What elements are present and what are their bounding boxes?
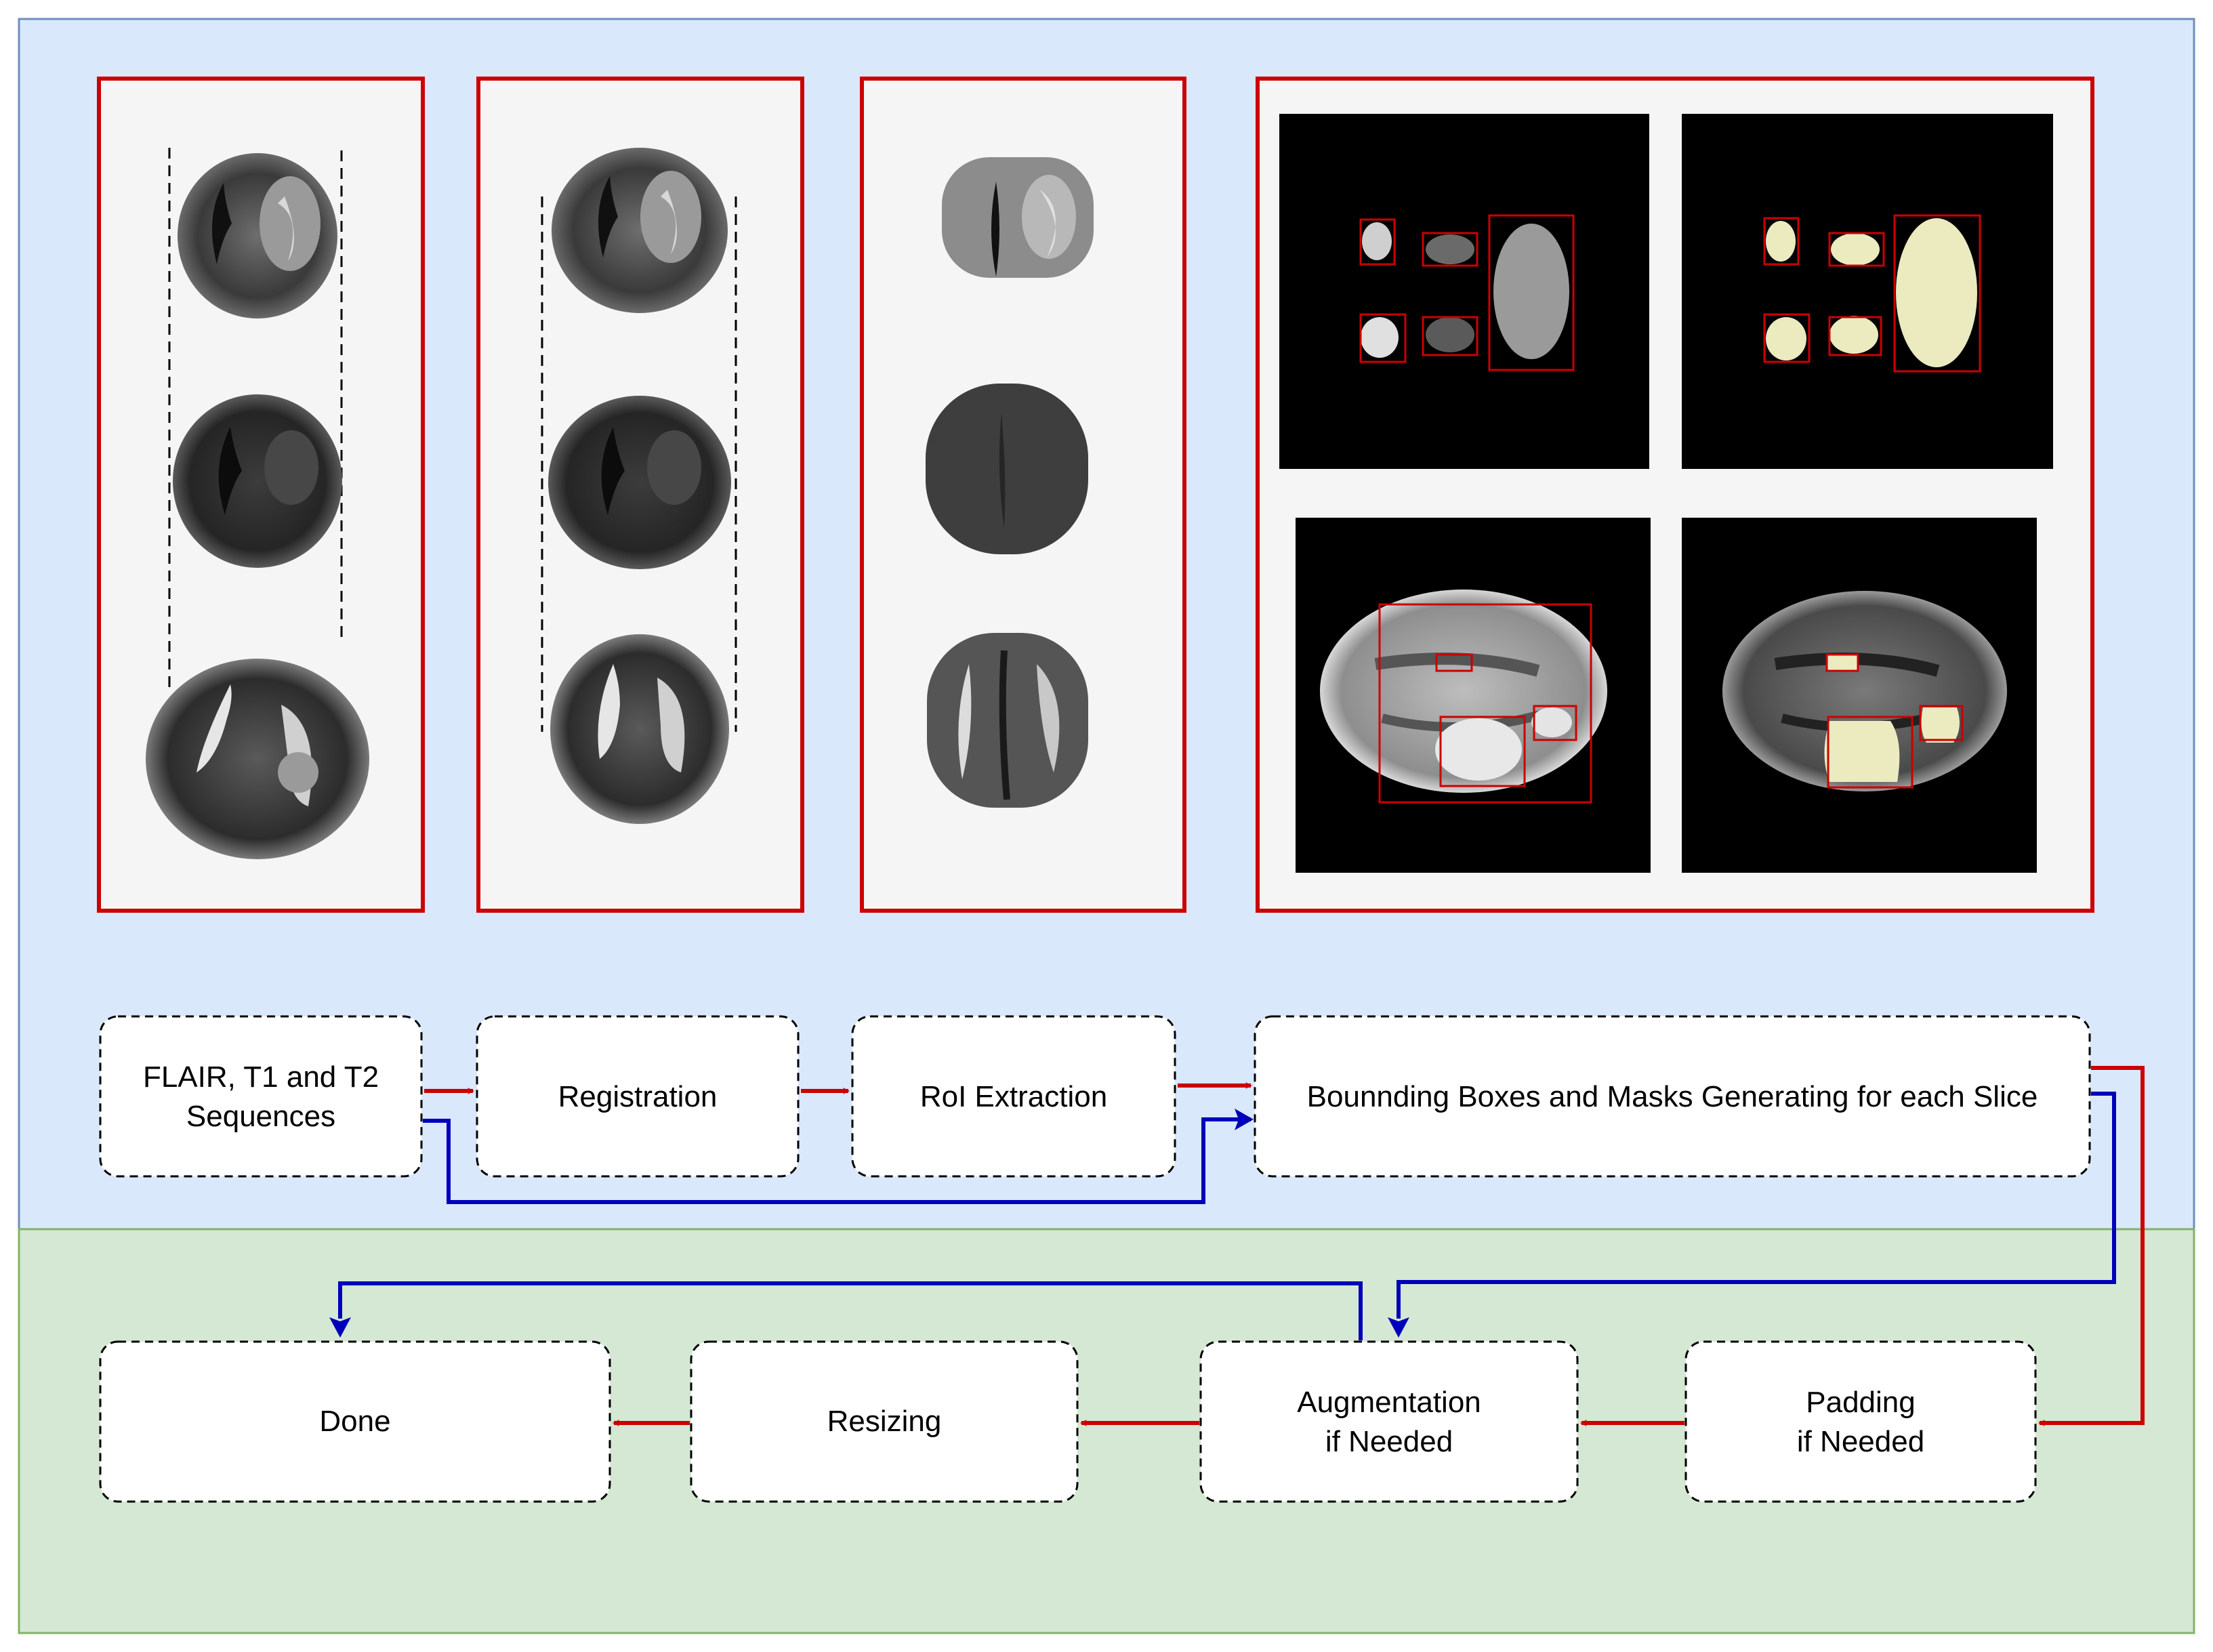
brain-flair-slice xyxy=(178,153,337,318)
box-augmentation-line1: Augmentation xyxy=(1297,1386,1481,1419)
mri-bbox-bottom-left xyxy=(1296,518,1651,873)
red-flow-arrows xyxy=(424,1066,2145,1426)
brain-t2-registered xyxy=(550,634,729,824)
box-sequences-line1: FLAIR, T1 and T2 xyxy=(143,1060,379,1094)
brain-flair-cropped xyxy=(942,157,1094,278)
box-done: Done xyxy=(99,1340,611,1503)
brain-t2-cropped xyxy=(927,633,1088,808)
arrowhead-into-done xyxy=(329,1317,351,1338)
arrow-sequences-bypass-to-bbox xyxy=(423,1117,1251,1204)
box-augmentation-line2: if Needed xyxy=(1325,1425,1453,1458)
blue-arrowheads xyxy=(329,1109,1409,1338)
brain-t1-registered xyxy=(548,396,731,569)
box-sequences-line2: Sequences xyxy=(186,1100,335,1133)
box-bbox-masks: Bounnding Boxes and Masks Generating for… xyxy=(1254,1015,2091,1178)
mri-mask-bottom-right xyxy=(1682,518,2037,873)
box-padding-line2: if Needed xyxy=(1797,1425,1924,1458)
box-padding: Padding if Needed xyxy=(1684,1340,2037,1503)
box-augmentation: Augmentation if Needed xyxy=(1199,1340,1579,1503)
arrow-bbox-to-padding xyxy=(2038,1066,2145,1426)
box-resizing-label: Resizing xyxy=(827,1405,942,1438)
stage-roi-frame xyxy=(860,77,1186,913)
arrow-augmentation-to-done xyxy=(338,1281,1363,1340)
box-padding-line1: Padding xyxy=(1806,1386,1915,1419)
stage-raw-sequences-frame xyxy=(97,77,425,913)
brain-t1-cropped xyxy=(926,384,1088,554)
mri-bbox-top-left xyxy=(1279,114,1649,469)
brain-t1-slice xyxy=(173,394,342,568)
mri-mask-top-right xyxy=(1682,114,2053,469)
arrowhead-into-bbox xyxy=(1235,1109,1254,1130)
brain-t2-slice xyxy=(146,659,369,859)
box-bbox-label: Bounnding Boxes and Masks Generating for… xyxy=(1307,1080,2038,1113)
arrowhead-into-augmentation xyxy=(1388,1317,1409,1338)
box-sequences: FLAIR, T1 and T2 Sequences xyxy=(99,1015,423,1178)
stage-bbox-frame xyxy=(1256,77,2094,913)
stage-registered-frame xyxy=(476,77,804,913)
brain-flair-registered xyxy=(552,148,728,313)
blue-flow-arrows xyxy=(338,1092,2116,1340)
box-resizing: Resizing xyxy=(690,1340,1079,1503)
box-roi-label: RoI Extraction xyxy=(920,1080,1107,1113)
box-registration-label: Registration xyxy=(558,1080,718,1113)
arrow-bbox-to-augmentation xyxy=(1397,1092,2116,1319)
box-done-label: Done xyxy=(319,1405,390,1438)
box-registration: Registration xyxy=(476,1015,800,1178)
box-roi-extraction: RoI Extraction xyxy=(851,1015,1176,1178)
